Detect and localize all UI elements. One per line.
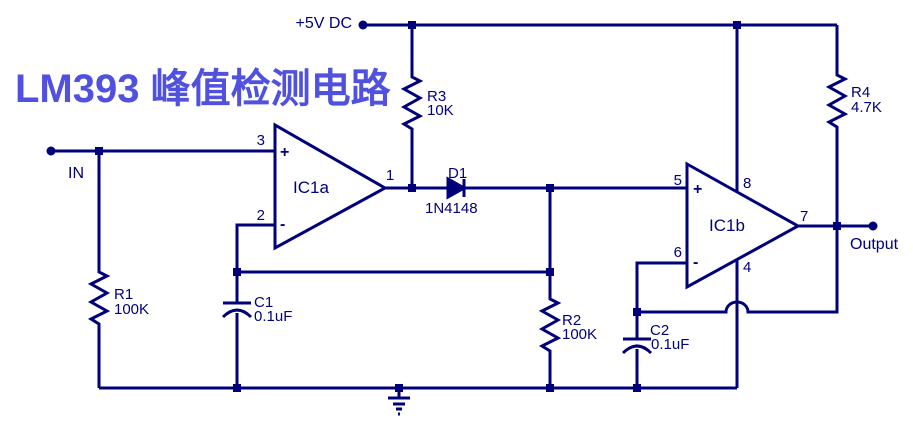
circuit-wires bbox=[51, 23, 873, 416]
junction-dot bbox=[408, 21, 416, 29]
r4-value-label: 4.7K bbox=[851, 99, 882, 116]
r2-ref-label: R2 bbox=[562, 312, 581, 329]
c1-ref-label: C1 bbox=[254, 294, 273, 311]
ic1a-pin1-label: 1 bbox=[386, 167, 394, 184]
junction-dot bbox=[546, 384, 554, 392]
input-terminal-dot bbox=[46, 146, 56, 156]
resistor-r3 bbox=[400, 25, 424, 188]
c2-curved-plate bbox=[621, 344, 653, 355]
ic1b-pin7-label: 7 bbox=[800, 208, 808, 225]
output-label: Output bbox=[850, 236, 899, 253]
junction-dot bbox=[546, 184, 554, 192]
diode-d1 bbox=[446, 176, 468, 200]
labels: +5V DC IN Output R1 100K R2 100K R3 10K … bbox=[68, 15, 899, 353]
resistor-r4 bbox=[825, 25, 849, 226]
c1-curved-plate bbox=[221, 308, 253, 319]
ic1b-pin6-label: 6 bbox=[674, 244, 682, 261]
ic1b-plus-sign: + bbox=[693, 181, 702, 198]
d1-anode-triangle bbox=[446, 176, 468, 200]
r1-value-label: 100K bbox=[114, 301, 149, 318]
output-terminal-dot bbox=[868, 221, 878, 231]
junction-dot bbox=[395, 384, 403, 392]
opamp-ic1a-triangle bbox=[273, 122, 389, 251]
junction-dot bbox=[233, 268, 241, 276]
ic1a-pin2-label: 2 bbox=[257, 207, 265, 224]
junction-dot bbox=[95, 147, 103, 155]
r1-ref-label: R1 bbox=[114, 286, 133, 303]
opamp-ic1b-triangle bbox=[685, 161, 802, 290]
ic1b-pin5-label: 5 bbox=[674, 172, 682, 189]
supply-terminal-dot bbox=[358, 20, 368, 30]
junction-dots bbox=[46, 20, 878, 392]
capacitor-c2 bbox=[621, 312, 653, 388]
ic1a-pin3-label: 3 bbox=[257, 132, 265, 149]
ic1b-minus-sign: - bbox=[693, 254, 698, 271]
c1-value-label: 0.1uF bbox=[254, 308, 292, 325]
junction-dot bbox=[408, 184, 416, 192]
supply-label: +5V DC bbox=[296, 15, 352, 32]
ic1b-pin4-label: 4 bbox=[743, 259, 751, 276]
output-feedback-wire bbox=[637, 226, 839, 314]
junction-dot bbox=[633, 308, 641, 316]
ic1a-ref-label: IC1a bbox=[293, 178, 329, 197]
ic1a-minus-sign: - bbox=[280, 216, 285, 233]
capacitor-c1 bbox=[221, 272, 253, 388]
ic1b-ref-label: IC1b bbox=[709, 216, 745, 235]
ic1a-plus-sign: + bbox=[280, 144, 289, 161]
junction-dot bbox=[833, 222, 841, 230]
c2-value-label: 0.1uF bbox=[651, 336, 689, 353]
r2-value-label: 100K bbox=[562, 326, 597, 343]
ic1b-pin8-label: 8 bbox=[743, 175, 751, 192]
c2-ref-label: C2 bbox=[650, 322, 669, 339]
d1-value-label: 1N4148 bbox=[425, 200, 478, 217]
junction-dot bbox=[633, 384, 641, 392]
r3-ref-label: R3 bbox=[427, 88, 446, 105]
d1-ref-label: D1 bbox=[448, 165, 467, 182]
junction-dot bbox=[733, 21, 741, 29]
junction-dot bbox=[233, 384, 241, 392]
ic1b-pin6-wire bbox=[635, 261, 687, 312]
resistor-r1 bbox=[87, 151, 111, 388]
r4-ref-label: R4 bbox=[851, 84, 870, 101]
ic1a-pin2-wire bbox=[235, 223, 275, 272]
input-label: IN bbox=[68, 165, 84, 182]
r3-value-label: 10K bbox=[427, 102, 454, 119]
resistor-r2 bbox=[538, 188, 562, 388]
schematic-title: LM393 峰值检测电路 bbox=[15, 67, 391, 111]
junction-dot bbox=[546, 268, 554, 276]
